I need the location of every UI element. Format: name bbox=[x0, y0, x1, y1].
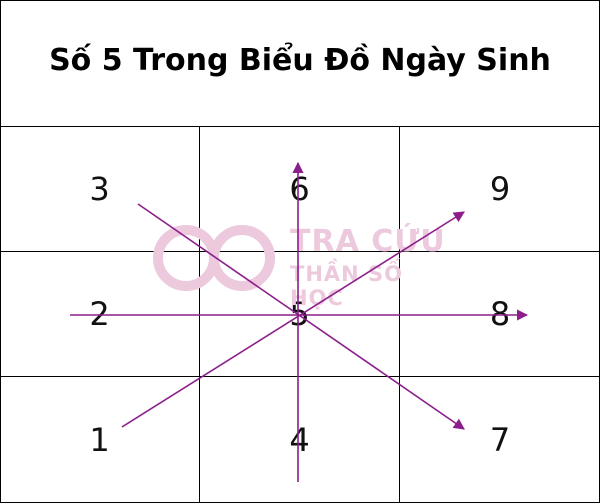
grid-cell: 7 bbox=[400, 377, 600, 503]
cell-number: 9 bbox=[489, 170, 511, 208]
cell-number: 5 bbox=[289, 295, 310, 333]
grid-cell: 9 bbox=[400, 127, 600, 252]
cell-number: 7 bbox=[489, 421, 511, 459]
grid-cell: 1 bbox=[0, 377, 200, 503]
grid-cell: 8 bbox=[400, 252, 600, 377]
cell-number: 3 bbox=[89, 170, 110, 208]
cell-number: 1 bbox=[89, 421, 110, 459]
cell-number: 4 bbox=[289, 421, 310, 459]
grid-cell: 3 bbox=[0, 127, 200, 252]
grid-cell: 2 bbox=[0, 252, 200, 377]
title-bar: Số 5 Trong Biểu Đồ Ngày Sinh bbox=[0, 0, 600, 127]
cell-number: 2 bbox=[89, 295, 110, 333]
cell-number: 6 bbox=[289, 170, 310, 208]
cell-number: 8 bbox=[489, 295, 511, 333]
grid-cell: 6 bbox=[200, 127, 400, 252]
diagram-title: Số 5 Trong Biểu Đồ Ngày Sinh bbox=[49, 42, 551, 78]
birth-chart-grid: 3 6 9 2 5 8 1 4 7 bbox=[0, 127, 600, 503]
grid-cell: 4 bbox=[200, 377, 400, 503]
grid-cell: 5 bbox=[200, 252, 400, 377]
